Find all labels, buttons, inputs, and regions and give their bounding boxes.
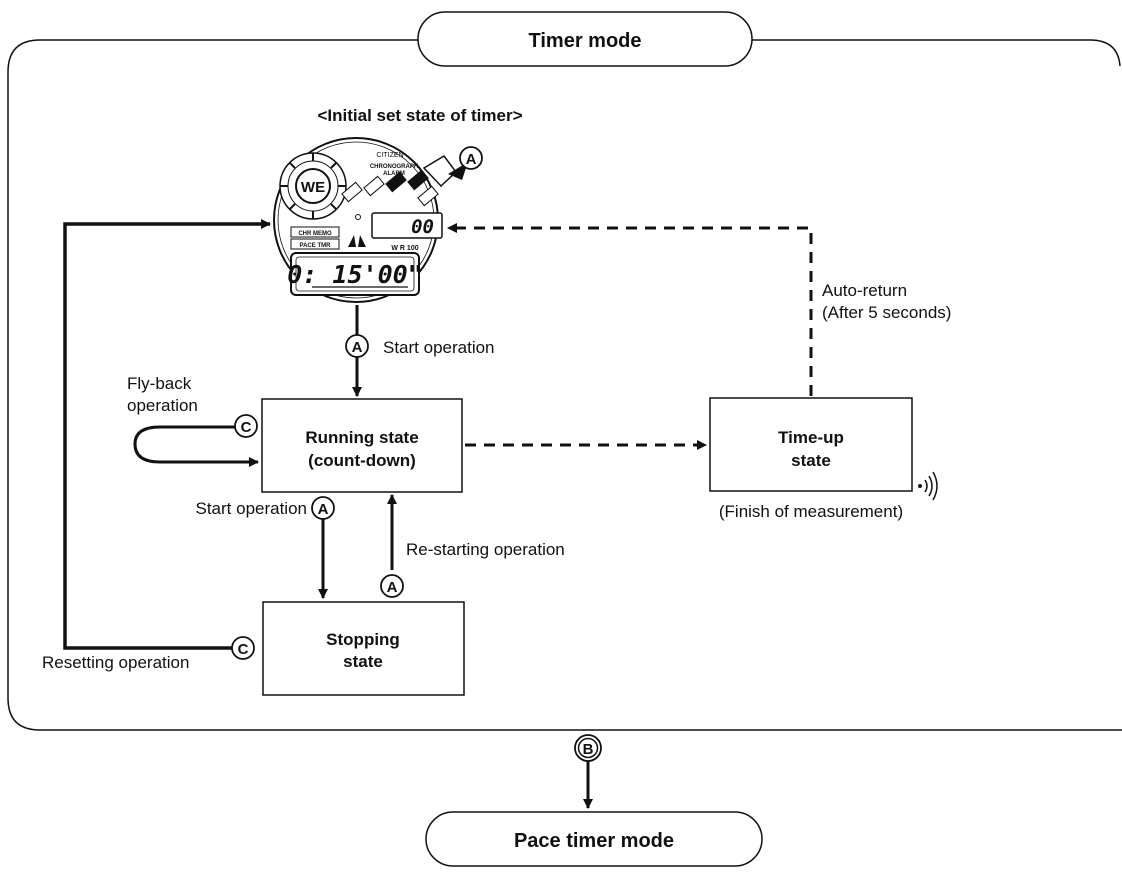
button-a-badge-start: A: [345, 334, 369, 358]
label-auto-return-line2: (After 5 seconds): [822, 303, 951, 322]
stopping-state-line1: Stopping: [326, 630, 400, 649]
svg-text:C: C: [241, 419, 252, 436]
label-auto-return-line1: Auto-return: [822, 281, 907, 300]
svg-text:A: A: [318, 501, 329, 518]
watch-label-pace-tmr: PACE TMR: [300, 243, 332, 249]
label-finish-of-measurement: (Finish of measurement): [719, 502, 903, 521]
sound-waves-icon: [918, 471, 938, 501]
label-start-operation-top: Start operation: [383, 338, 495, 357]
label-flyback-line1: Fly-back: [127, 374, 192, 393]
pace-timer-title: Pace timer mode: [514, 830, 674, 852]
timeup-state-line2: state: [791, 451, 831, 470]
timeup-state-box: Time-up state: [709, 397, 913, 492]
running-state-line1: Running state: [305, 428, 418, 447]
watch-main-display-value: 0: 15'00": [287, 260, 422, 289]
button-b-badge: B: [574, 734, 602, 762]
label-restarting-operation: Re-starting operation: [406, 540, 565, 559]
watch-small-display: 00: [371, 212, 443, 239]
watch-center-logo: WE: [301, 179, 325, 196]
button-c-badge-flyback: C: [234, 414, 258, 438]
button-c-badge-resetting: C: [231, 636, 255, 660]
watch-main-display: 0: 15'00": [287, 252, 423, 296]
arrow-flyback: [133, 425, 259, 467]
svg-text:A: A: [352, 339, 363, 356]
running-state-box: Running state (count-down): [261, 398, 463, 493]
svg-text:B: B: [583, 741, 594, 758]
stopping-state-line2: state: [343, 652, 383, 671]
arrow-auto-return: [447, 223, 813, 396]
watch-mode-ring: WE: [279, 152, 347, 220]
title-pill: Timer mode: [417, 11, 753, 67]
label-flyback-line2: operation: [127, 396, 198, 415]
watch-mode-tabs: [341, 169, 439, 207]
page-title: Timer mode: [529, 30, 642, 52]
watch-brand: CITIZEN: [376, 152, 403, 159]
mode-frame: [7, 39, 1122, 731]
watch-small-display-value: 00: [411, 216, 434, 238]
timeup-state-line1: Time-up: [778, 428, 844, 447]
watch-label-chr-memo: CHR MEMO: [298, 231, 332, 237]
watch-subdial-line2: ALARM: [383, 171, 405, 177]
svg-text:C: C: [238, 641, 249, 658]
button-a-badge-stop: A: [311, 496, 335, 520]
running-state-line2: (count-down): [308, 451, 416, 470]
button-a-badge-watch: A: [459, 146, 483, 170]
watch-wr: W R 100: [391, 245, 418, 252]
button-a-badge-restart: A: [380, 574, 404, 598]
arrow-resetting: [63, 219, 271, 650]
label-resetting-operation: Resetting operation: [42, 653, 189, 672]
pace-timer-pill: Pace timer mode: [425, 811, 763, 867]
watch-illustration: CITIZEN CHRONOGRAPH ALARM WE 00 CHR MEMO: [273, 137, 468, 303]
label-start-operation-left: Start operation: [195, 499, 307, 518]
stopping-state-box: Stopping state: [262, 601, 465, 696]
svg-text:A: A: [387, 579, 398, 596]
subtitle: <Initial set state of timer>: [317, 106, 522, 125]
svg-text:A: A: [466, 151, 477, 168]
watch-logo-icon: [348, 235, 366, 247]
watch-subdial-line1: CHRONOGRAPH: [370, 164, 418, 170]
